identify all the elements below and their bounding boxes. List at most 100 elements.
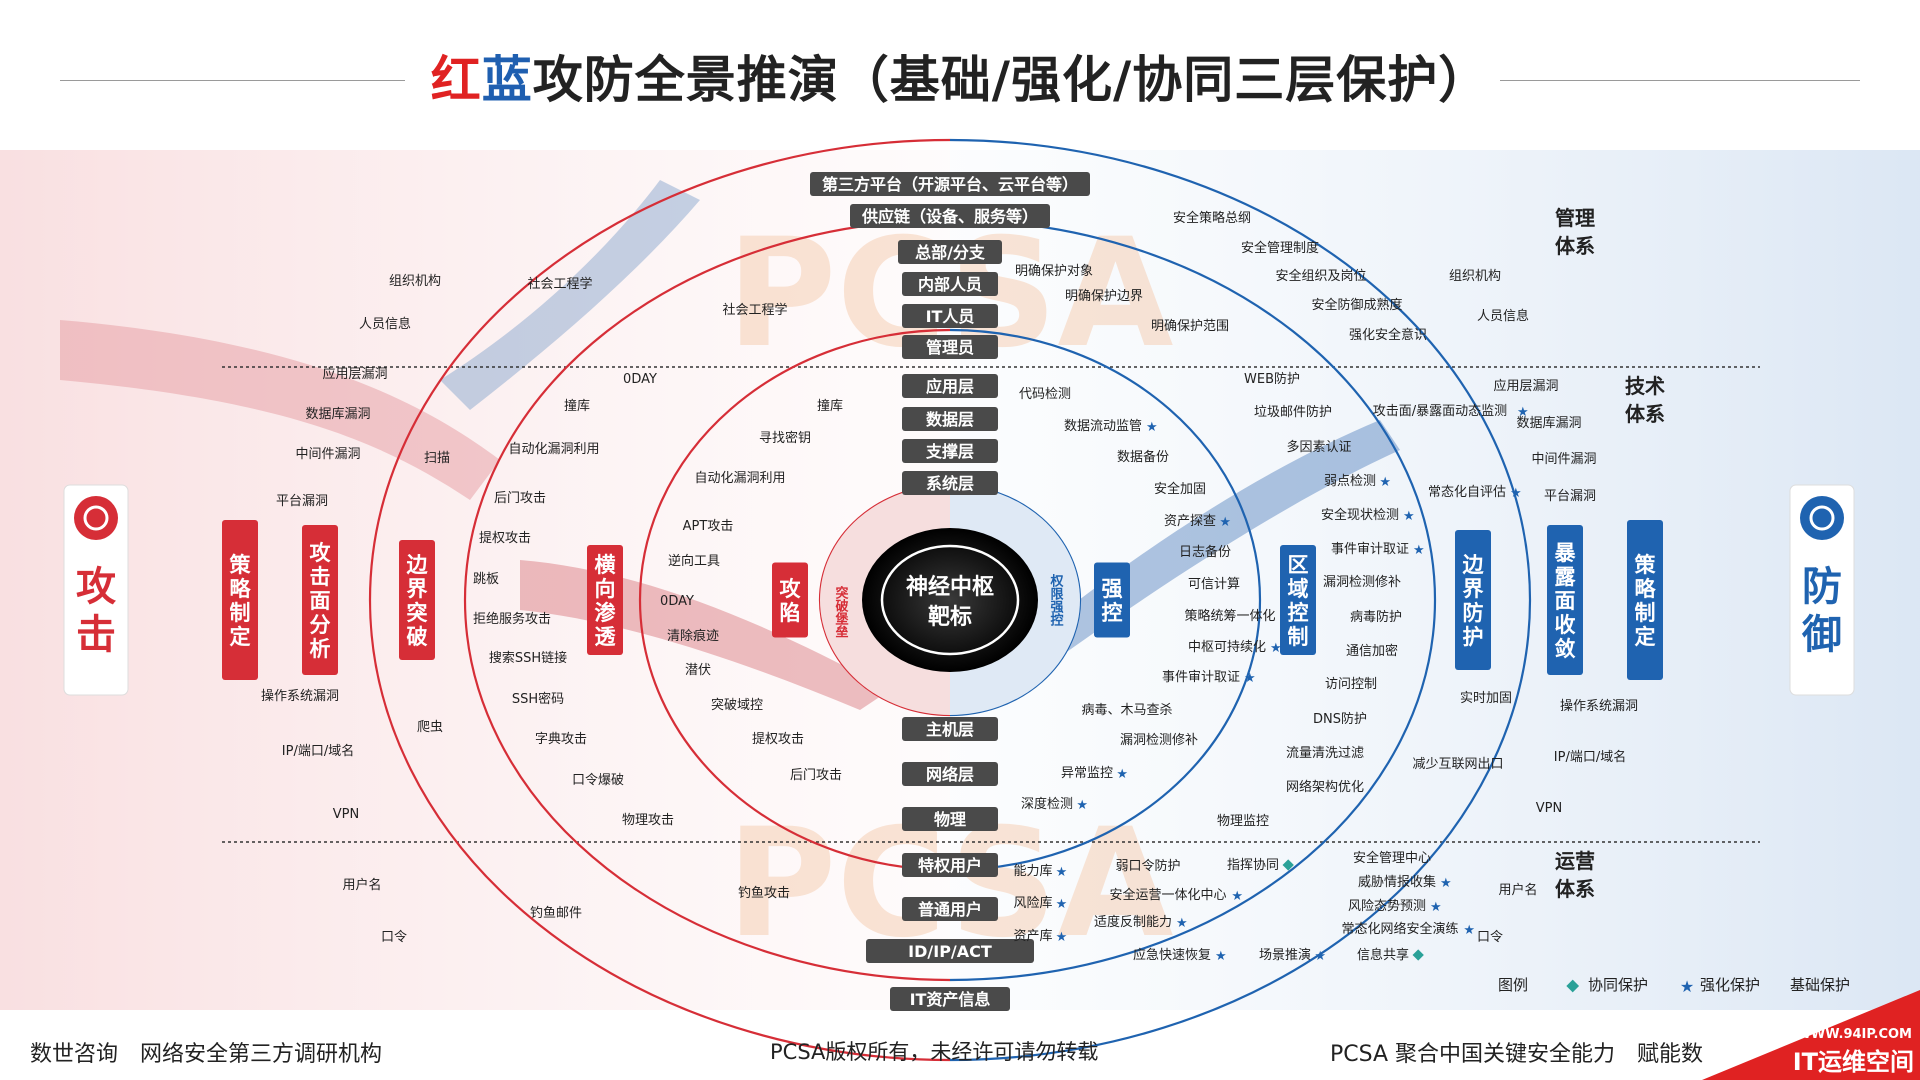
attack-label: 中间件漏洞 (295, 446, 360, 462)
badge-name: IT运维空间 (1793, 1048, 1914, 1076)
layer-label: IT资产信息 (910, 990, 991, 1009)
defense-label: 指挥协同 (1227, 858, 1279, 873)
strong-star-icon: ★ (1219, 515, 1231, 530)
defense-label: 通信加密 (1346, 643, 1398, 659)
red-stage-label: 分 (310, 613, 331, 637)
defense-label: 访问控制 (1325, 677, 1377, 692)
blue-stage-label: 制 (1635, 601, 1656, 625)
layer-label: 第三方平台（开源平台、云平台等） (822, 175, 1078, 194)
attack-label: 操作系统漏洞 (261, 688, 339, 704)
layer-label: 普通用户 (918, 900, 982, 919)
layer-label: 数据层 (926, 410, 974, 429)
defense-label: 中间件漏洞 (1531, 451, 1596, 467)
defense-label: 数据库漏洞 (1516, 415, 1581, 431)
defense-label: DNS防护 (1313, 711, 1367, 727)
blue-stage-label: 控 (1102, 601, 1123, 625)
layer-label: 应用层 (926, 377, 974, 396)
layer-label: 内部人员 (918, 275, 982, 294)
section-heading: 体系 (1625, 402, 1665, 426)
center-label: 神经中枢 (906, 574, 994, 600)
layer-label: 主机层 (926, 720, 974, 739)
strong-star-icon: ★ (1231, 889, 1243, 904)
attack-panel-label: 攻 (76, 564, 116, 610)
defense-label: 安全防御成熟度 (1311, 297, 1402, 313)
attack-label: 社会工程学 (527, 276, 592, 292)
defense-label: 适度反制能力 (1094, 914, 1172, 930)
attack-label: 自动化漏洞利用 (508, 441, 599, 457)
attack-label: 钓鱼邮件 (530, 905, 582, 921)
red-stage-label: 定 (230, 625, 251, 649)
attack-label: IP/端口/域名 (282, 743, 354, 759)
defense-label: 实时加固 (1460, 691, 1512, 706)
section-heading: 体系 (1555, 877, 1595, 901)
layer-label: 网络层 (926, 765, 974, 784)
blue-arc-label: 权限强控 (1048, 573, 1065, 627)
red-stage-label: 破 (407, 625, 428, 649)
attack-label: 提权攻击 (479, 530, 531, 546)
attack-label: 跳板 (473, 572, 499, 587)
site-badge: WWW.94IP.COM IT运维空间 (1702, 990, 1920, 1080)
defense-label: 病毒防护 (1350, 609, 1402, 625)
attack-label: 物理攻击 (622, 813, 674, 828)
core-target (862, 528, 1038, 672)
attack-label: 平台漏洞 (276, 493, 328, 509)
attack-label: 社会工程学 (722, 302, 787, 318)
attack-label: 潜伏 (685, 663, 711, 678)
defense-label: 应用层漏洞 (1493, 378, 1558, 394)
defense-label: 异常监控 (1061, 766, 1113, 781)
defense-label: 强化安全意识 (1349, 327, 1427, 343)
attack-panel-label: 击 (76, 612, 116, 658)
layer-label: 供应链（设备、服务等） (861, 207, 1038, 226)
badge-shape: WWW.94IP.COM IT运维空间 (1702, 990, 1920, 1080)
blue-stage-label: 策 (1635, 553, 1657, 577)
defense-label: 事件审计取证 (1162, 670, 1240, 685)
defense-label: 安全加固 (1154, 481, 1206, 497)
layer-label: 物理 (934, 810, 966, 829)
strong-star-icon: ★ (1056, 930, 1068, 945)
red-stage-label: 渗 (595, 601, 617, 625)
defense-label: 人员信息 (1477, 308, 1529, 324)
attack-label: 逆向工具 (668, 553, 720, 569)
defense-label: 减少互联网出口 (1412, 757, 1503, 772)
attack-label: 突破域控 (711, 697, 763, 713)
section-heading: 运营 (1555, 849, 1595, 873)
strong-star-icon: ★ (1056, 897, 1068, 912)
defense-label: 信息共享 (1357, 947, 1409, 963)
defense-label: 安全管理中心 (1353, 850, 1431, 866)
red-stage-label: 透 (595, 625, 617, 649)
red-stage-label: 向 (595, 577, 616, 601)
defense-label: 能力库 (1013, 863, 1052, 879)
strong-star-icon: ★ (1146, 420, 1158, 435)
defense-label: 漏洞检测修补 (1323, 574, 1401, 590)
attack-label: 撞库 (564, 398, 590, 414)
red-arc-label: 突破堡垒 (833, 585, 849, 638)
defense-label: 常态化自评估 (1428, 485, 1506, 500)
defense-label: 事件审计取证 (1331, 542, 1409, 557)
defense-panel-label: 御 (1801, 612, 1842, 658)
attack-label: 后门攻击 (494, 491, 546, 506)
red-stage-label: 制 (230, 601, 251, 625)
defense-label: 中枢可持续化 (1188, 640, 1266, 655)
defense-label: 资产探查 (1164, 514, 1216, 529)
layer-label: 特权用户 (918, 856, 982, 875)
layer-label: 管理员 (926, 338, 974, 357)
red-stage-label: 面 (310, 589, 331, 613)
section-heading: 技术 (1625, 374, 1665, 398)
footer-center: PCSA版权所有，未经许可请勿转载 (770, 1036, 1098, 1066)
defense-label: 弱口令防护 (1115, 858, 1180, 874)
blue-stage-label: 区 (1288, 553, 1309, 577)
strong-star-icon: ★ (1244, 671, 1256, 686)
defense-label: 流量清洗过滤 (1286, 746, 1364, 761)
layer-label: IT人员 (926, 307, 975, 326)
footer-left: 数世咨询 网络安全第三方调研机构 (30, 1036, 382, 1068)
red-stage-label: 边 (407, 553, 429, 577)
attack-label: VPN (333, 807, 359, 822)
attack-label: 自动化漏洞利用 (694, 470, 785, 486)
attack-label: 用户名 (342, 877, 381, 893)
legend-collab: 协同保护 (1588, 976, 1648, 994)
defense-label: 明确保护范围 (1151, 319, 1229, 334)
defense-label: VPN (1536, 801, 1562, 816)
defense-label: WEB防护 (1244, 371, 1300, 387)
